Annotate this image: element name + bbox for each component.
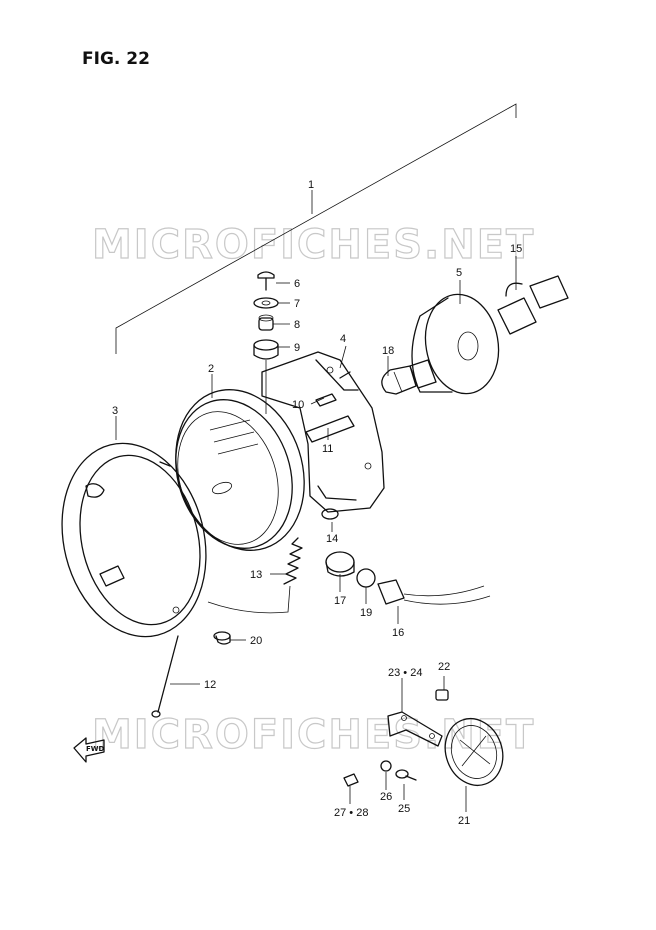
clip-10 [315, 393, 337, 407]
callout-23-24: 23 • 24 [388, 667, 422, 679]
svg-text:FWD: FWD [86, 745, 105, 753]
callout-7: 7 [294, 298, 300, 310]
adjuster-plate-11 [305, 415, 355, 443]
bulb-socket-cover [411, 293, 500, 395]
callout-18: 18 [382, 345, 394, 357]
assembly-bracket [115, 103, 517, 354]
callout-21: 21 [458, 815, 470, 827]
figure-title: FIG. 22 [82, 49, 150, 69]
nut-26 [380, 760, 392, 772]
nut-22 [435, 689, 449, 701]
callout-15: 15 [510, 243, 522, 255]
callout-22: 22 [438, 661, 450, 673]
socket-harness-16 [377, 579, 491, 605]
callout-11: 11 [322, 443, 333, 455]
headlight-lens-unit [175, 389, 305, 551]
callout-5: 5 [456, 267, 462, 279]
screw-25 [395, 769, 417, 781]
callout-25: 25 [398, 803, 410, 815]
callout-10: 10 [292, 399, 304, 411]
callout-2: 2 [208, 363, 214, 375]
bulb-19 [356, 568, 376, 600]
callout-4: 4 [340, 333, 346, 345]
grommet-9 [253, 339, 279, 360]
callout-20: 20 [250, 635, 262, 647]
headlight-housing [261, 351, 385, 513]
leader-lines [115, 256, 517, 812]
callout-1: 1 [308, 179, 314, 191]
headlight-rim [61, 442, 207, 638]
watermark-top: MICROFICHES.NET [92, 222, 535, 268]
washer-7 [253, 297, 279, 309]
callout-9: 9 [294, 342, 300, 354]
nut-20 [213, 631, 231, 645]
callout-26: 26 [380, 791, 392, 803]
callout-16: 16 [392, 627, 404, 639]
callout-17: 17 [334, 595, 346, 607]
socket-17 [325, 551, 355, 577]
screw-6 [257, 271, 275, 291]
watermark-bottom: MICROFICHES.NET [92, 712, 535, 758]
bolt-12 [151, 635, 179, 718]
screw-27-28 [343, 773, 359, 787]
callout-8: 8 [294, 319, 300, 331]
connector-15 [497, 275, 569, 335]
reflector-21 [444, 717, 504, 787]
callout-19: 19 [360, 607, 372, 619]
callout-14: 14 [326, 533, 338, 545]
nut-14 [321, 508, 339, 520]
forward-arrow-icon: FWD [73, 737, 105, 763]
callout-12: 12 [204, 679, 216, 691]
callout-6: 6 [294, 278, 300, 290]
spring-13 [207, 537, 303, 614]
bulb-18 [381, 359, 437, 395]
callout-3: 3 [112, 405, 118, 417]
collar-8 [258, 314, 274, 331]
callout-13: 13 [250, 569, 262, 581]
callout-27-28: 27 • 28 [334, 807, 368, 819]
callout-labels: 1 2 3 4 5 6 7 8 9 10 11 12 13 14 15 16 1… [112, 179, 522, 827]
